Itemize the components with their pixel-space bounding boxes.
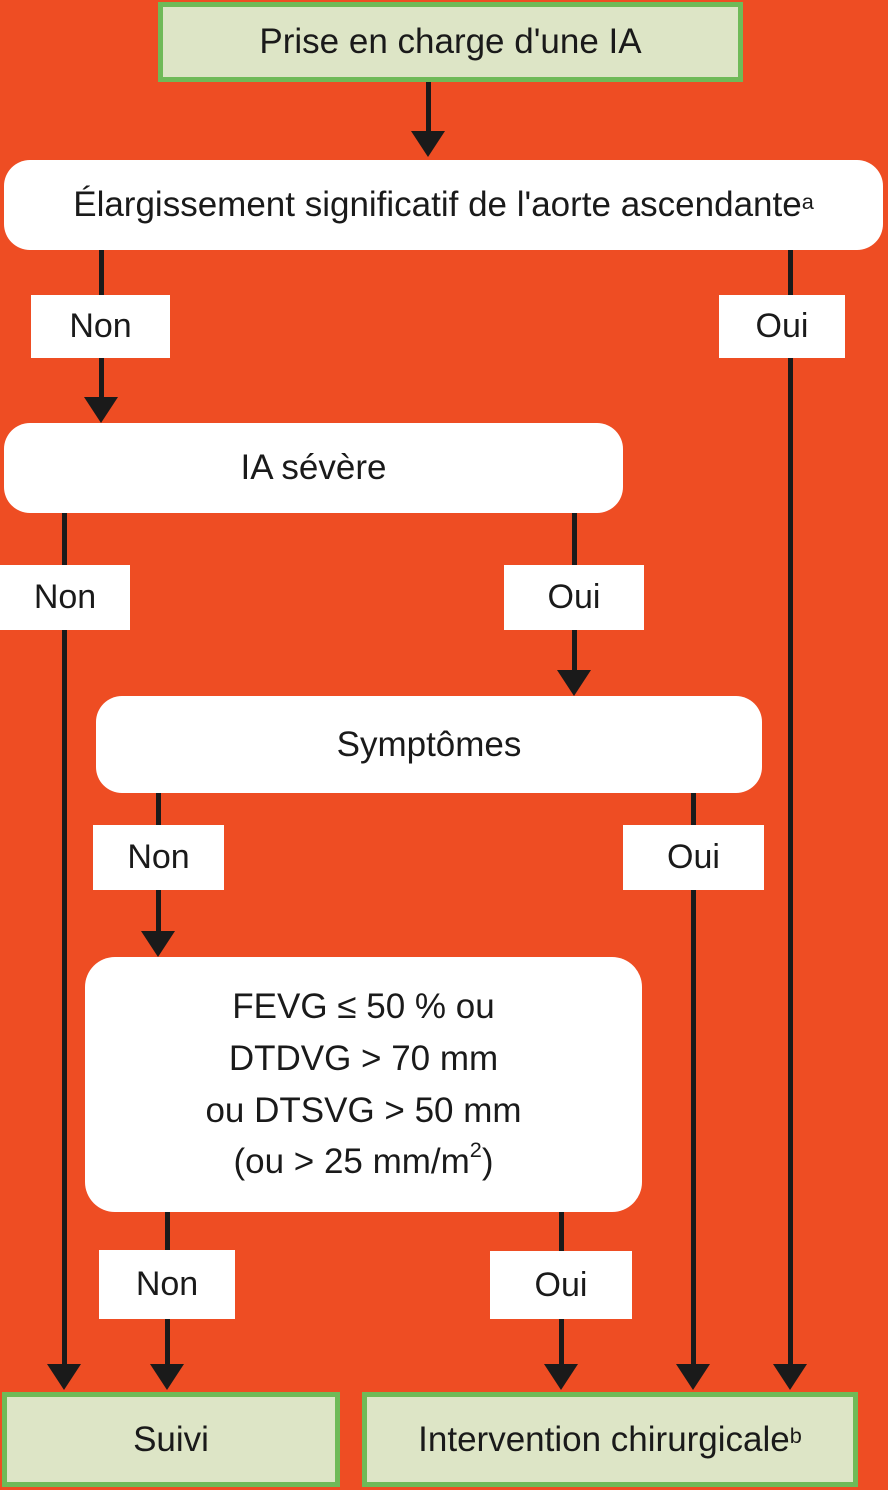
label-symptoms-no: Non [93, 825, 224, 890]
arrowhead-severe-yes-icon [557, 670, 591, 696]
criteria-line-1: FEVG ≤ 50 % ou [232, 986, 495, 1026]
label-criteria-no: Non [99, 1250, 235, 1319]
label-symptoms-yes: Oui [623, 825, 764, 890]
arrowhead-symptoms-yes-icon [676, 1364, 710, 1390]
label-severe-yes: Oui [504, 565, 644, 630]
node-start-text: Prise en charge d'une IA [259, 22, 642, 61]
node-outcome-follow-up-text: Suivi [133, 1419, 209, 1459]
node-outcome-surgery-text: Intervention chirurgicale [418, 1419, 790, 1459]
arrowhead-severe-no-icon [47, 1364, 81, 1390]
node-lv-criteria: FEVG ≤ 50 % ou DTDVG > 70 mm ou DTSVG > … [85, 957, 642, 1212]
node-symptoms-text: Symptômes [336, 724, 522, 764]
node-aorta-enlargement-text: Élargissement significatif de l'aorte as… [73, 185, 802, 225]
criteria-line-4: (ou > 25 mm/m2) [233, 1136, 493, 1188]
label-criteria-yes: Oui [490, 1251, 632, 1319]
node-severe-ai-text: IA sévère [240, 448, 387, 488]
arrowhead-aorta-yes-icon [773, 1364, 807, 1390]
superscript-2: 2 [469, 1137, 482, 1163]
label-severe-no: Non [0, 565, 130, 630]
arrowhead-start-to-aorta-icon [411, 131, 445, 157]
arrowhead-symptoms-no-icon [141, 931, 175, 957]
connector-severe-no [62, 513, 67, 1366]
node-start: Prise en charge d'une IA [158, 2, 743, 82]
arrowhead-aorta-no-icon [84, 397, 118, 423]
arrowhead-criteria-no-icon [150, 1364, 184, 1390]
criteria-line-3: ou DTSVG > 50 mm [205, 1090, 522, 1130]
connector-aorta-yes [788, 250, 793, 1366]
label-aorta-yes: Oui [719, 295, 845, 358]
node-aorta-enlargement: Élargissement significatif de l'aorte as… [4, 160, 883, 250]
criteria-line-4-text: (ou > 25 mm/m [233, 1142, 470, 1182]
label-aorta-no: Non [31, 295, 170, 358]
criteria-line-4-close: ) [481, 1142, 494, 1182]
criteria-line-2: DTDVG > 70 mm [228, 1038, 499, 1078]
connector-start-to-aorta [426, 82, 431, 133]
node-severe-ai: IA sévère [4, 423, 623, 513]
node-outcome-follow-up: Suivi [2, 1392, 340, 1487]
connector-symptoms-yes [691, 793, 696, 1366]
node-symptoms: Symptômes [96, 696, 762, 793]
arrowhead-criteria-yes-icon [544, 1364, 578, 1390]
